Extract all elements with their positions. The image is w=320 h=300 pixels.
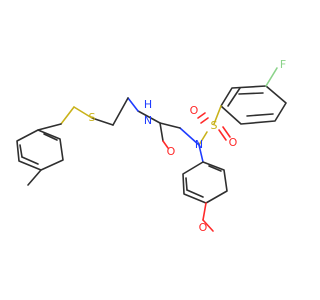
sulfonamide-nitrogen-label: N	[195, 138, 203, 151]
nitrogen-center-bonds	[137, 110, 204, 163]
amide-chain	[37, 97, 139, 131]
methoxyphenyl-ring	[182, 161, 228, 232]
sulfonyl-oxygen-left-label: O	[190, 104, 199, 117]
sulfonyl-group	[197, 105, 231, 146]
amide-nitrogen-label: N	[144, 114, 152, 127]
molecule-diagram: F S O O N N H O S O	[16, 58, 287, 234]
methoxy-oxygen-label: O	[199, 221, 208, 234]
thioether-sulfur-label: S	[89, 111, 96, 124]
sulfonyl-sulfur-label: S	[211, 119, 218, 132]
amide-oxygen-label: O	[167, 145, 176, 158]
amide-hydrogen-label: H	[144, 98, 152, 111]
tolyl-ring	[16, 129, 64, 186]
fluorine-label: F	[280, 58, 286, 71]
sulfonyl-oxygen-right-label: O	[229, 136, 238, 149]
fluorophenyl-ring	[220, 67, 287, 125]
structure-canvas: F S O O N N H O S O	[16, 58, 287, 234]
